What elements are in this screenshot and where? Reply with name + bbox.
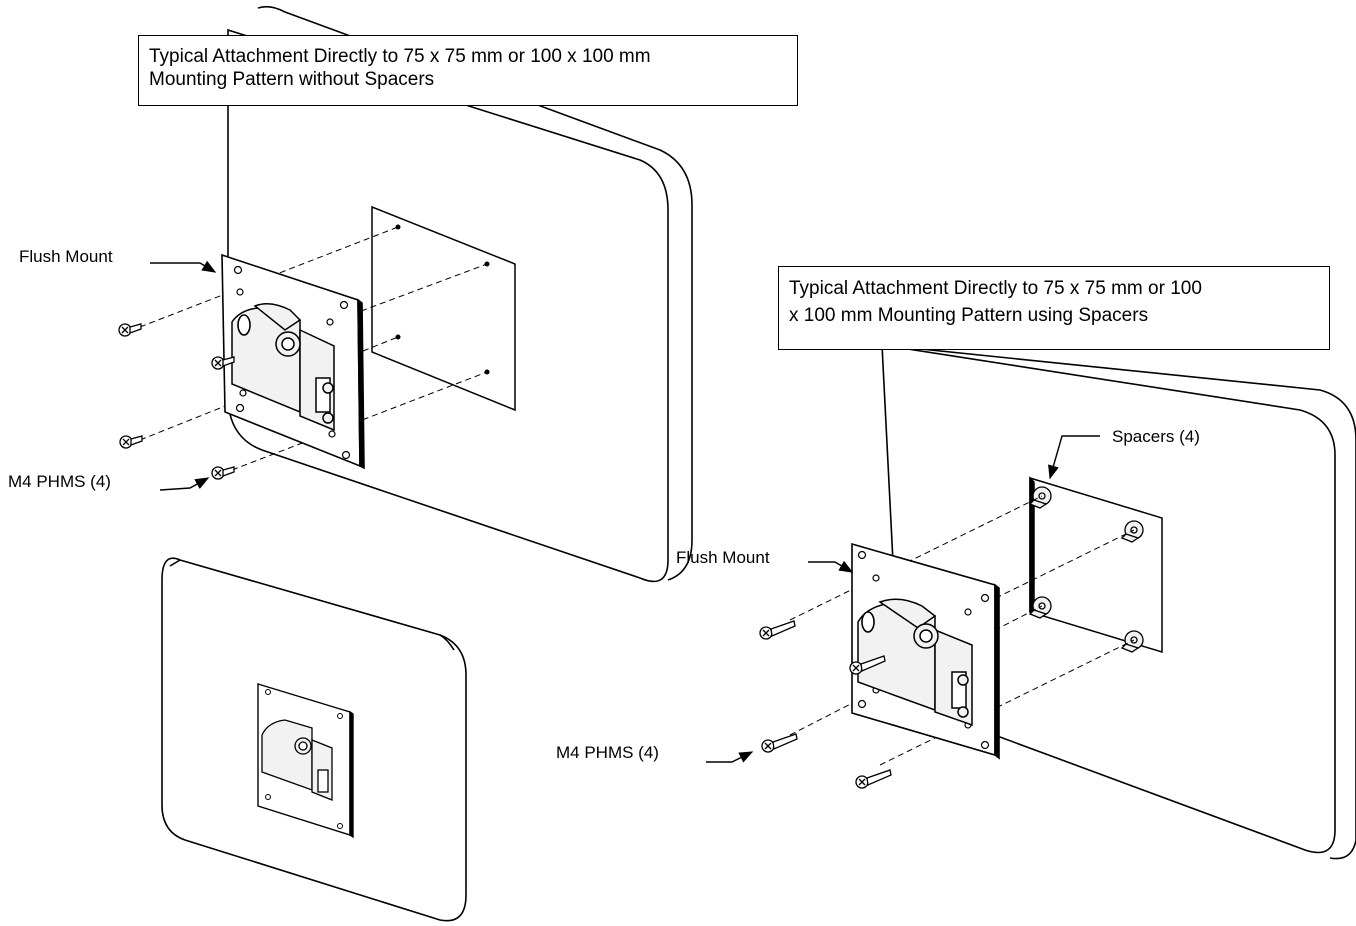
spacers-label: Spacers (4) [1112,427,1200,446]
left-callout-arrows [150,260,217,491]
arrow-icon [159,477,210,491]
screw-icon [849,655,886,675]
left-flush-mount-label: Flush Mount [19,247,113,266]
arrow-icon [1048,435,1100,480]
left-flush-mount-plate [221,253,365,470]
right-caption-box: Typical Attachment Directly to 75 x 75 m… [778,266,1330,350]
screw-icon [211,466,235,480]
spacer-icon [1028,486,1052,509]
right-caption-line-2: x 100 mm Mounting Pattern using Spacers [789,305,1149,326]
right-screws [759,620,892,789]
screw-icon [118,323,142,337]
left-mount-pattern-plate [371,205,516,412]
left-caption-box: Typical Attachment Directly to 75 x 75 m… [138,35,798,106]
screw-icon [855,769,892,789]
arrow-icon [808,560,854,573]
screw-icon [211,356,235,370]
right-flush-mount-plate [851,542,1000,760]
front-view-mount [257,683,354,839]
left-screws-label: M4 PHMS (4) [8,472,111,491]
screw-icon [119,435,143,449]
left-caption-line-1: Typical Attachment Directly to 75 x 75 m… [149,46,651,67]
spacer-icon [1120,630,1144,653]
arrow-icon [706,751,754,763]
right-flush-mount-label: Flush Mount [676,548,770,567]
right-caption-line-1: Typical Attachment Directly to 75 x 75 m… [789,278,1202,299]
left-caption-line-2: Mounting Pattern without Spacers [149,69,435,90]
arrow-icon [150,260,217,273]
right-screws-label: M4 PHMS (4) [556,743,659,762]
screw-icon [761,733,798,753]
right-callout-arrows [706,435,1100,763]
screw-icon [759,620,796,640]
left-screws [118,323,235,480]
